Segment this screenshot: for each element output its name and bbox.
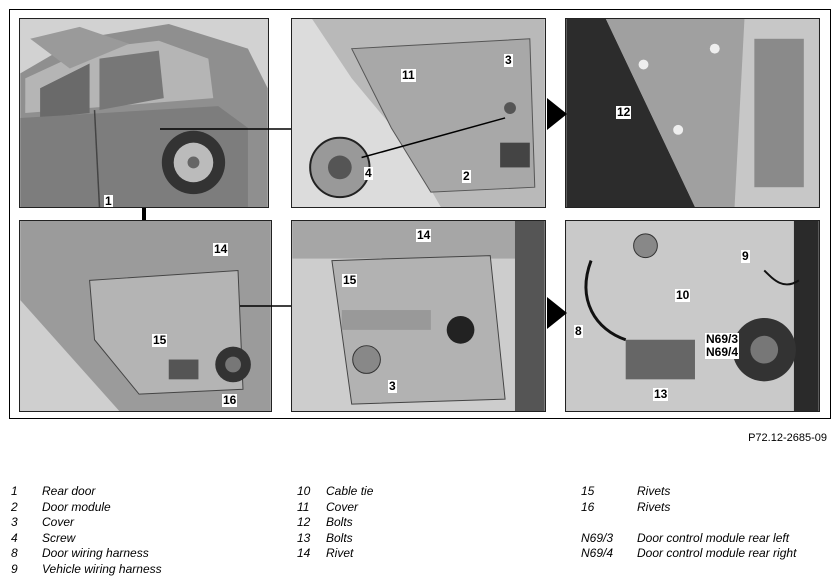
callout-14: 14 [213, 242, 229, 256]
door-rivets-illustration [20, 221, 271, 411]
callout-11: 11 [401, 68, 416, 82]
module-cover-illustration [292, 221, 545, 411]
panel-door-rivets: 14 15 16 [19, 220, 272, 412]
callout-n69-4: N69/4 [705, 345, 740, 359]
callout-1: 1 [104, 194, 113, 208]
legend-item [581, 515, 796, 531]
panel-module-cover: 14 15 3 [291, 220, 546, 412]
callout-2: 2 [462, 169, 471, 183]
wiring-harness-illustration [566, 221, 819, 411]
callout-14b: 14 [416, 228, 432, 242]
callout-13: 13 [653, 387, 669, 401]
arrow-right-icon [547, 98, 567, 130]
panel-vehicle-overview: 1 [19, 18, 269, 208]
panel-door-module: 11 3 4 2 [291, 18, 546, 208]
callout-12: 12 [616, 105, 632, 119]
callout-3: 3 [504, 53, 513, 67]
callout-4: 4 [364, 166, 373, 180]
callout-16: 16 [222, 393, 238, 407]
callout-15: 15 [152, 333, 168, 347]
vehicle-illustration [20, 19, 268, 207]
callout-15b: 15 [342, 273, 358, 287]
panel-bolts: 12 [565, 18, 820, 208]
callout-9: 9 [741, 249, 750, 263]
callout-3b: 3 [388, 379, 397, 393]
callout-8: 8 [574, 324, 583, 338]
figure-reference: P72.12-2685-09 [748, 432, 827, 444]
panel-wiring-harness: 9 10 8 N69/3 N69/4 13 [565, 220, 820, 412]
callout-10: 10 [675, 288, 691, 302]
arrow-right-icon [547, 297, 567, 329]
callout-n69-3: N69/3 [705, 332, 740, 346]
bolts-illustration [566, 19, 819, 207]
door-module-illustration [292, 19, 545, 207]
